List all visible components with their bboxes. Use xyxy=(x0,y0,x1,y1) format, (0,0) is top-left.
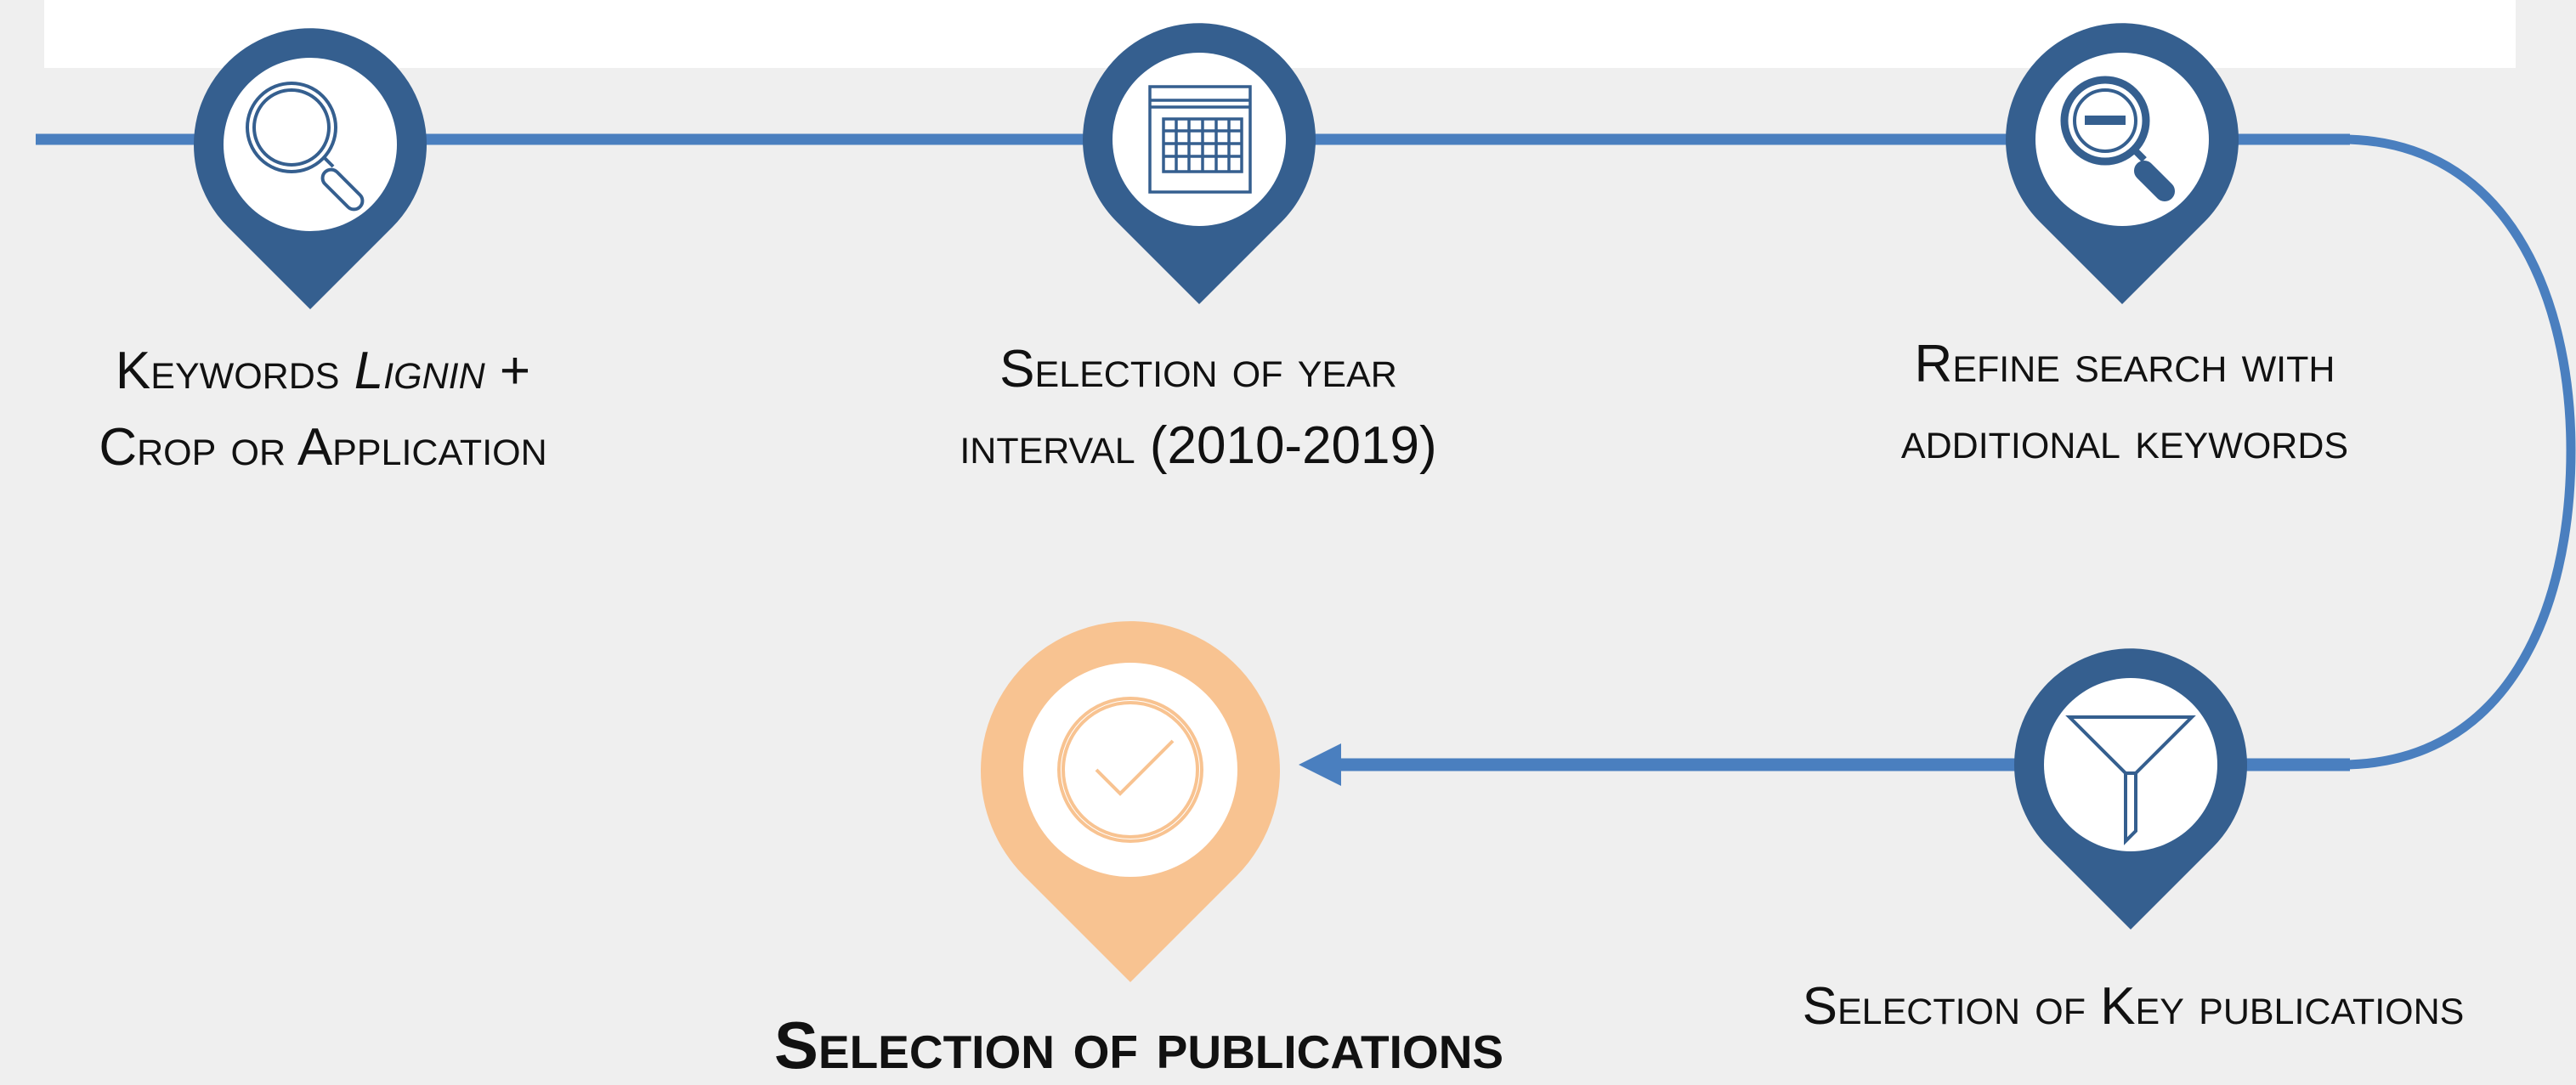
step1-label-line2: Crop or Application xyxy=(99,418,547,477)
arrow-head xyxy=(1299,743,1341,786)
magnifier-icon xyxy=(246,82,365,212)
pin-step2 xyxy=(1082,23,1316,304)
step3-label-line2: additional keywords xyxy=(1900,411,2349,470)
step3-label: Refine search with additional keywords xyxy=(1827,326,2422,479)
step1-label-plus: + xyxy=(484,342,531,400)
step3-label-line1: Refine search with xyxy=(1914,335,2335,393)
step1-label-text: Keywords xyxy=(115,342,354,400)
check-circle-icon xyxy=(1057,697,1203,843)
calendar-icon xyxy=(1148,85,1252,194)
zoom-out-icon xyxy=(2060,76,2176,202)
step2-label-line2: interval (2010-2019) xyxy=(960,416,1437,475)
step1-label: Keywords Lignin + Crop or Application xyxy=(34,333,612,486)
pin-final xyxy=(980,621,1280,982)
final-label: Selection of publications xyxy=(773,1008,1504,1082)
step4-label-line1: Selection of Key publications xyxy=(1802,977,2465,1036)
step4-label: Selection of Key publications xyxy=(1734,969,2533,1045)
step1-label-italic-term: Lignin xyxy=(354,342,485,400)
pin-step3 xyxy=(2005,23,2239,304)
connector-curve xyxy=(2341,134,2576,770)
pin-step1 xyxy=(193,28,427,309)
step2-label: Selection of year interval (2010-2019) xyxy=(918,331,1479,484)
step2-label-line1: Selection of year xyxy=(999,340,1397,398)
funnel-icon xyxy=(2065,715,2196,845)
step1-label-line1: Keywords Lignin + xyxy=(34,333,612,410)
pin-step4 xyxy=(2013,648,2247,930)
